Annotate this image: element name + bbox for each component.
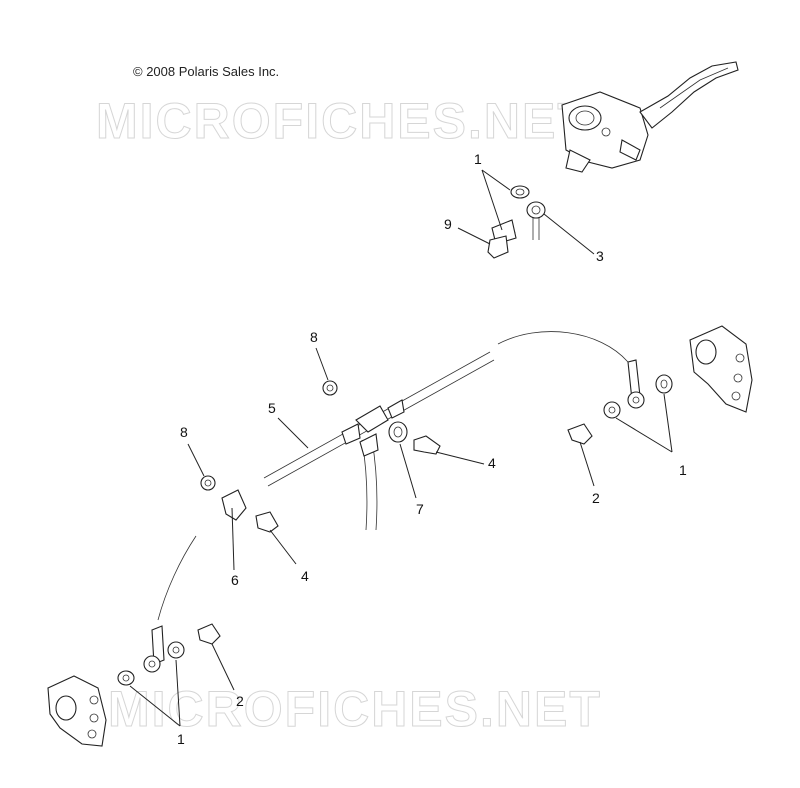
callout-7: 7	[416, 501, 424, 517]
callout-8-upper: 8	[310, 329, 318, 345]
callout-5: 5	[268, 400, 276, 416]
banjo-fitting-left	[143, 655, 161, 673]
grommet-upper	[322, 380, 338, 396]
callout-1-bottom: 1	[177, 731, 185, 747]
callout-1-top: 1	[474, 151, 482, 167]
callout-1-right: 1	[679, 462, 687, 478]
watermark-top: MICROFICHES.NET	[96, 93, 590, 150]
banjo-fitting-right	[627, 391, 645, 409]
spacer	[388, 421, 408, 443]
copyright-notice: © 2008 Polaris Sales Inc.	[133, 64, 280, 79]
callout-2-right: 2	[592, 490, 600, 506]
banjo-fitting-top	[526, 201, 546, 240]
callout-4-left: 4	[301, 568, 309, 584]
washer-left-2	[167, 641, 185, 659]
bolt-right	[413, 435, 441, 455]
callout-9: 9	[444, 216, 452, 232]
washer-top-1	[510, 185, 530, 199]
callout-6: 6	[231, 572, 239, 588]
watermark-bottom: MICROFICHES.NET	[108, 681, 602, 738]
caliper-left	[47, 675, 107, 747]
callout-3: 3	[596, 248, 604, 264]
washer-right-1	[655, 374, 673, 394]
grommet-lower	[200, 475, 216, 491]
bolt-left	[255, 511, 279, 533]
callout-8-lower: 8	[180, 424, 188, 440]
brake-line-assembly	[151, 331, 641, 665]
banjo-bolt-right	[567, 423, 593, 445]
brake-line-clip	[221, 489, 247, 521]
caliper-right	[689, 325, 753, 413]
washer-left-1	[117, 670, 135, 686]
banjo-bolt	[487, 219, 517, 259]
callout-4-right: 4	[488, 455, 496, 471]
washer-right-2	[603, 401, 621, 419]
master-cylinder-assembly	[561, 61, 739, 173]
banjo-bolt-left	[197, 623, 221, 645]
callout-2-left: 2	[236, 693, 244, 709]
